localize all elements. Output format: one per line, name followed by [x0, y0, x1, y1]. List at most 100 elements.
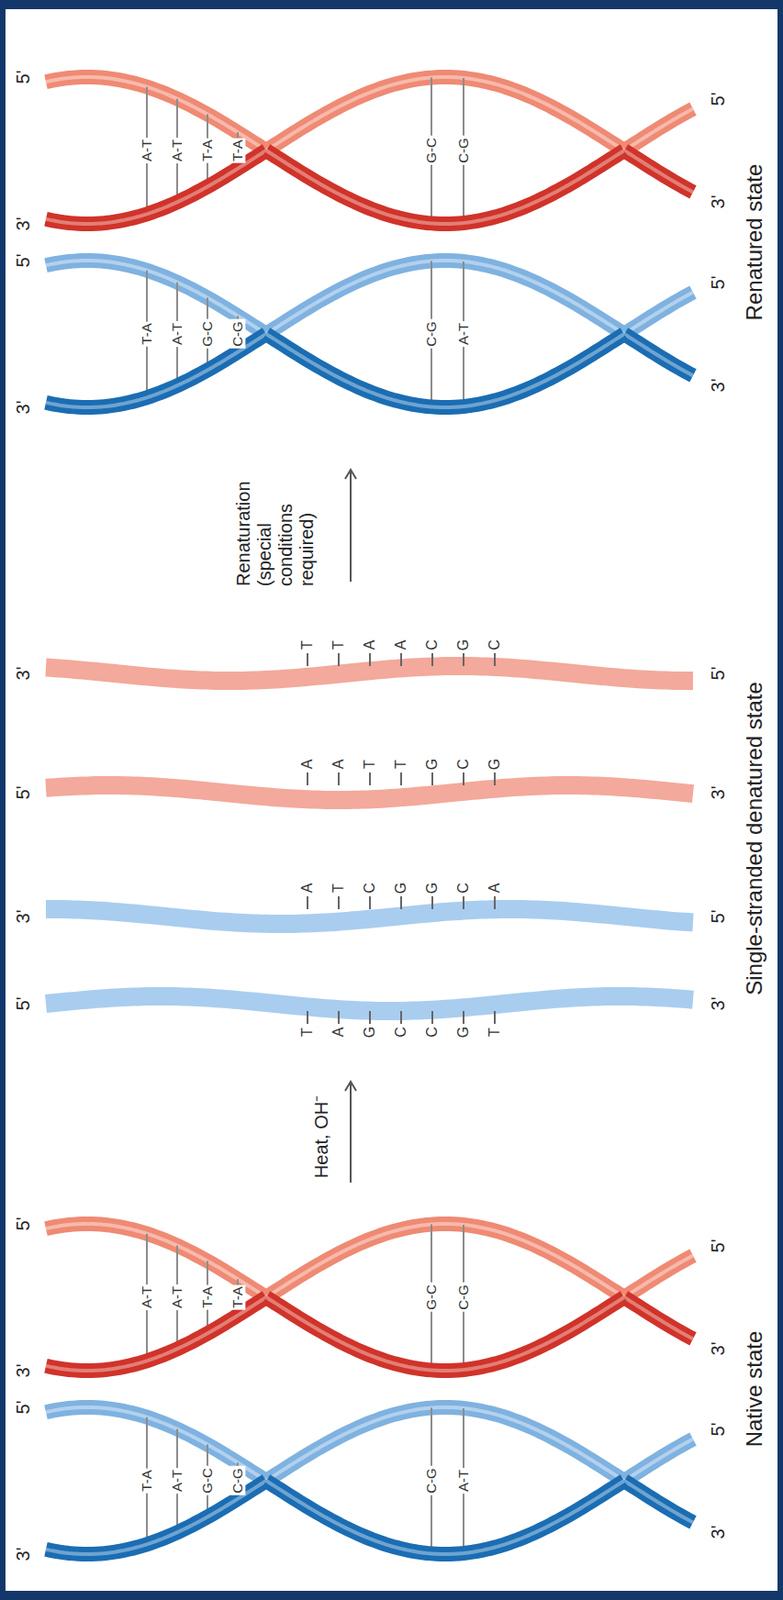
- single-strand: [45, 909, 694, 925]
- strand-end: 3': [12, 910, 34, 925]
- base-letter: G: [455, 639, 472, 651]
- base-stub: [337, 1011, 340, 1025]
- strand-highlight: [624, 1297, 694, 1340]
- strand-end: 3': [12, 1548, 34, 1563]
- base-pair: G-C: [423, 1283, 439, 1313]
- strand-highlight: [266, 1481, 625, 1555]
- helix-strand: [624, 1256, 694, 1298]
- base-stub: [400, 653, 403, 667]
- strand-highlight: [266, 1224, 625, 1298]
- base-pair: G-C: [199, 1466, 215, 1497]
- strand-end: 3': [707, 997, 729, 1012]
- strand-highlight: [266, 1408, 625, 1482]
- base-stub: [337, 653, 340, 667]
- base-pair: A-T: [168, 1285, 185, 1311]
- base-letter: A: [361, 640, 379, 651]
- strand-end: 3': [707, 195, 729, 210]
- base-stub: [493, 653, 496, 667]
- base-stub: [431, 772, 434, 786]
- strand-end: 3': [12, 1364, 34, 1379]
- strand-highlight: [624, 1440, 694, 1482]
- base-letter: A: [486, 883, 504, 895]
- single-strand: [45, 666, 694, 682]
- helix-strand: [624, 150, 694, 192]
- strand-end: 5': [12, 70, 34, 85]
- helix-strand: [266, 1481, 625, 1555]
- base-stub: [306, 896, 309, 910]
- base-stub: [306, 772, 309, 786]
- base-pair: G-C: [423, 135, 439, 166]
- strand-end: 3': [12, 401, 34, 415]
- helix-strand: [624, 1481, 694, 1523]
- helix-strand: [266, 1297, 625, 1372]
- base-pair: A-T: [455, 321, 471, 347]
- base-pair: T-A: [138, 1468, 155, 1494]
- strand-end: 3': [707, 379, 729, 393]
- strand-end: 5': [12, 997, 34, 1012]
- base-pair: C-G: [229, 319, 246, 349]
- helix-strand: [624, 334, 694, 376]
- strand-highlight: [266, 150, 625, 224]
- strand-end: 5': [707, 910, 729, 925]
- base-letter: G: [361, 1027, 379, 1039]
- strand-end: 3': [12, 667, 34, 682]
- strand-highlight: [266, 77, 625, 151]
- base-stub: [462, 1011, 465, 1025]
- strand-highlight: [624, 292, 694, 335]
- base-pair: A-T: [138, 137, 155, 164]
- step-label: Renaturation (special conditions require…: [233, 467, 318, 587]
- base-letter: G: [455, 1027, 472, 1039]
- process-arrow: [349, 469, 352, 582]
- base-stub: [306, 653, 309, 667]
- helix-strand: [624, 109, 694, 151]
- state-caption: Native state: [741, 1331, 768, 1449]
- strand-highlight: [266, 334, 625, 408]
- base-letter: C: [486, 639, 504, 651]
- base-stub: [493, 896, 496, 910]
- base-pair: T-A: [199, 1285, 215, 1310]
- process-arrow: [349, 1082, 352, 1184]
- strand-highlight: [624, 150, 694, 192]
- helix-strand: [266, 260, 625, 335]
- base-stub: [462, 772, 465, 786]
- strand-end: 3': [707, 1526, 729, 1541]
- base-letter: G: [392, 883, 410, 895]
- base-stub: [369, 772, 371, 786]
- state-caption: Renatured state: [741, 164, 768, 322]
- strand-highlight: [624, 1256, 694, 1298]
- base-stub: [493, 1011, 496, 1025]
- strand-highlight: [266, 260, 625, 335]
- strand-highlight: [624, 1481, 694, 1523]
- base-stub: [337, 896, 340, 910]
- helix-strand: [266, 1408, 625, 1482]
- strand-end: 5': [12, 254, 34, 269]
- base-pair: C-G: [423, 319, 439, 349]
- base-stub: [400, 1011, 403, 1025]
- strand-end: 5': [12, 1401, 34, 1416]
- base-pair: T-A: [199, 137, 215, 163]
- helix-strand: [266, 1224, 625, 1298]
- single-strand: [45, 785, 694, 801]
- base-pair: A-T: [168, 1468, 185, 1495]
- base-stub: [493, 772, 496, 786]
- base-pair: C-G: [423, 1466, 439, 1497]
- base-letter: T: [330, 640, 347, 650]
- helix-strand: [266, 150, 625, 224]
- step-label: Heat, OH⁻: [311, 1096, 333, 1179]
- strand-highlight: [624, 334, 694, 376]
- base-stub: [400, 772, 403, 786]
- base-letter: A: [330, 1028, 347, 1039]
- base-pair: A-T: [138, 1285, 155, 1311]
- strand-end: 3': [12, 217, 34, 232]
- helix-strand: [266, 334, 625, 408]
- base-stub: [431, 653, 434, 667]
- base-pair: C-G: [455, 1283, 471, 1313]
- base-letter: C: [424, 639, 441, 651]
- base-pair: T-A: [229, 1285, 246, 1310]
- base-letter: G: [424, 883, 441, 895]
- base-pair: C-G: [229, 1466, 246, 1497]
- strand-highlight: [624, 109, 694, 151]
- base-letter: T: [299, 1028, 316, 1038]
- base-letter: C: [361, 883, 379, 895]
